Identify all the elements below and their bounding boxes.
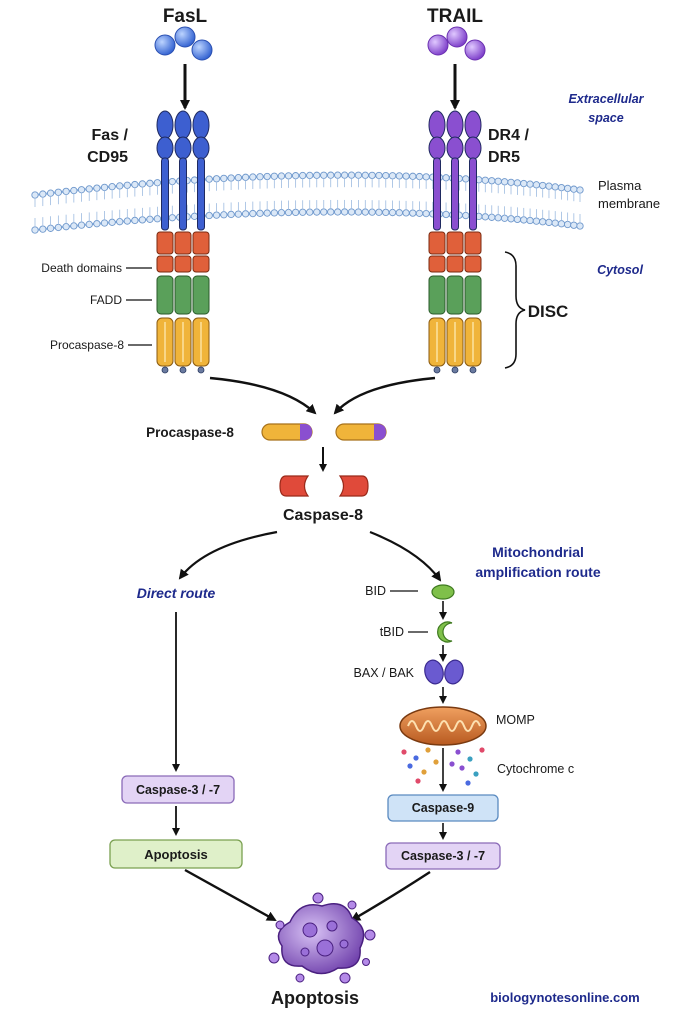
trail-label: TRAIL	[427, 6, 483, 27]
right-to-apoptosis-arrow	[350, 870, 431, 922]
mito-route-label-line2: amplification route	[475, 564, 600, 580]
left-to-apoptosis-arrow	[184, 868, 277, 922]
dr-label-line2: DR5	[488, 149, 520, 166]
cytochrome-c-label: Cytochrome c	[497, 762, 574, 776]
caspase8-label: Caspase-8	[283, 507, 363, 524]
mito-route-label-line1: Mitochondrial	[492, 544, 584, 560]
apoptosis-final-label: Apoptosis	[271, 988, 359, 1008]
procaspase8-dimer	[261, 423, 387, 441]
cytochrome-c-dots	[401, 747, 485, 786]
membrane-outer-heads	[31, 171, 584, 207]
disc-label: DISC	[528, 302, 569, 321]
apoptosis-box-label: Apoptosis	[144, 847, 208, 862]
caspase8-active	[279, 475, 369, 497]
fasl-label: FasL	[163, 6, 208, 27]
fas-receptor-complex	[156, 110, 210, 374]
baxbak-label: BAX / BAK	[354, 666, 415, 680]
caspase9-label: Caspase-9	[412, 801, 475, 815]
tbid-label: tBID	[380, 625, 404, 639]
trail-ligand	[427, 26, 486, 61]
membrane-label-line2: membrane	[598, 196, 660, 211]
direct-branch-arrow	[178, 530, 278, 580]
apoptosis-box	[109, 839, 243, 869]
procaspase8-disc-label: Procaspase-8	[50, 338, 124, 352]
dr-receptor-complex	[428, 110, 482, 374]
momp-label: MOMP	[496, 713, 535, 727]
extracellular-label-line1: Extracellular	[568, 92, 644, 106]
death-domains-label: Death domains	[41, 261, 122, 275]
caspase37-right-label: Caspase-3 / -7	[401, 849, 485, 863]
dr-to-procaspase-arrow	[333, 376, 436, 415]
membrane-label-line1: Plasma	[598, 178, 642, 193]
tbid-molecule	[437, 621, 453, 643]
fas-to-procaspase-arrow	[209, 376, 317, 415]
caspase37-left-label: Caspase-3 / -7	[136, 783, 220, 797]
fas-label-line2: CD95	[87, 149, 128, 166]
extracellular-label-line2: space	[588, 111, 623, 125]
dr-label-line1: DR4 /	[488, 127, 529, 144]
fasl-ligand	[154, 26, 213, 61]
fadd-label: FADD	[90, 293, 122, 307]
apoptotic-cell	[268, 892, 376, 984]
bid-molecule	[431, 584, 455, 600]
bid-label: BID	[365, 584, 386, 598]
fas-label-line1: Fas /	[92, 127, 129, 144]
watermark: biologynotesonline.com	[490, 990, 640, 1005]
procaspase8-label: Procaspase-8	[146, 425, 234, 440]
direct-route-label: Direct route	[137, 585, 216, 601]
cytosol-label: Cytosol	[597, 263, 643, 277]
disc-bracket	[504, 251, 526, 369]
caspase9-box	[387, 794, 499, 822]
mitochondrion	[399, 706, 487, 746]
membrane-inner-heads	[31, 199, 584, 234]
plasma-membrane	[31, 171, 584, 234]
caspase37-left-box	[121, 775, 235, 804]
baxbak-molecules	[424, 659, 464, 685]
caspase37-right-box	[385, 842, 501, 870]
mito-branch-arrow	[369, 530, 442, 582]
